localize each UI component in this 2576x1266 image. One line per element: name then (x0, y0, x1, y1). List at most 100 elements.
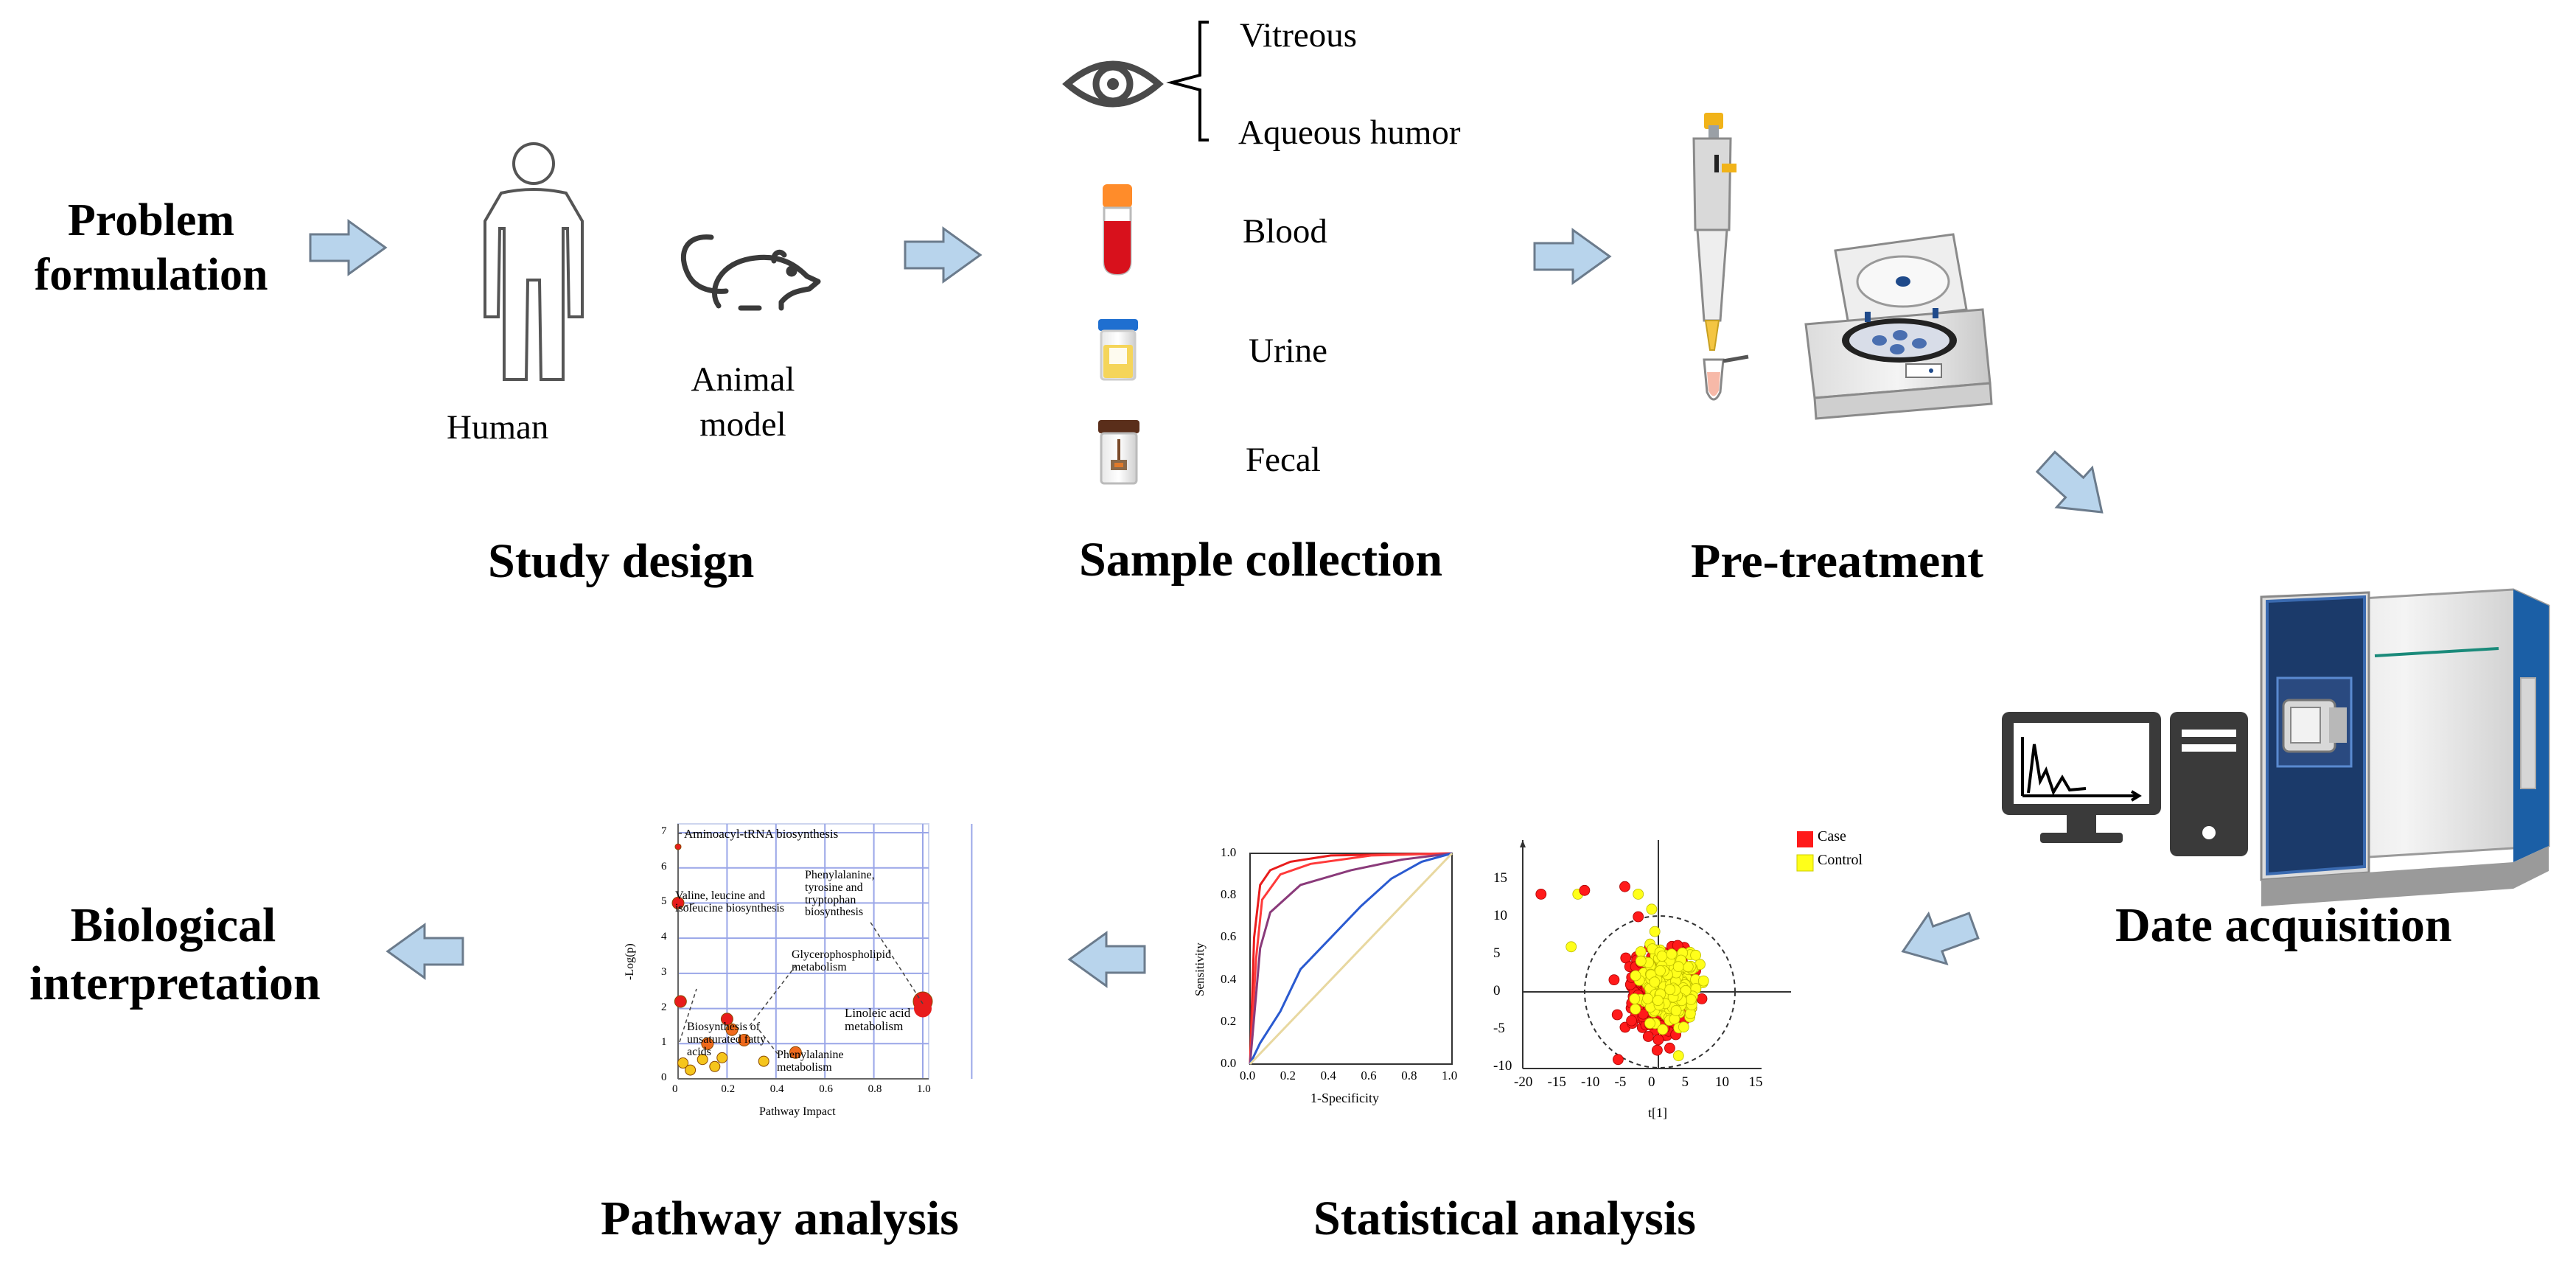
score-point-control (1635, 955, 1647, 967)
pathway-plot (671, 823, 973, 1080)
score-xtick: -5 (1614, 1074, 1627, 1090)
roc-curve (1249, 852, 1453, 1065)
pathway-xtick: 0.2 (721, 1083, 736, 1095)
score-point-case (1633, 911, 1644, 923)
human-icon (484, 142, 584, 381)
score-point-control (1649, 976, 1661, 988)
pathway-annotation-valine: Valine, leucine and isoleucine biosynthe… (675, 889, 784, 914)
score-point-control (1697, 975, 1709, 987)
pathway-ytick: 3 (661, 965, 667, 978)
score-point-control (1672, 961, 1684, 973)
computer-icon (2002, 712, 2248, 856)
eye-icon (1062, 60, 1164, 108)
pathway-annotation-unsaturated: Biosynthesis of unsaturated fatty acids (687, 1021, 767, 1058)
score-point-control (1646, 903, 1658, 915)
score-point-control (1635, 946, 1647, 957)
roc-xlabel: 1-Specificity (1310, 1091, 1379, 1105)
arrow-1 (309, 219, 388, 276)
score-ytick: 5 (1493, 945, 1501, 961)
roc-curve (1249, 852, 1453, 1065)
arrow-6 (1067, 931, 1146, 988)
pathway-ytick: 5 (661, 895, 667, 908)
arrow-2 (904, 226, 982, 284)
score-point-control (1655, 965, 1666, 976)
pathway-xtick: 0.4 (769, 1083, 784, 1095)
pathway-point (685, 1064, 697, 1076)
roc-ytick: 1.0 (1221, 845, 1237, 859)
score-xtick: -10 (1581, 1074, 1600, 1090)
pathway-point (709, 1060, 721, 1072)
score-point-control (1652, 995, 1664, 1006)
pathway-point (701, 1037, 714, 1050)
legend-case: Case (1818, 828, 1846, 844)
blood-tube-icon (1103, 184, 1132, 276)
score-xtick: -15 (1547, 1074, 1566, 1090)
step-data-acquisition: Date acquisition (2115, 898, 2452, 952)
score-xtick: 10 (1715, 1074, 1729, 1090)
step-study-design: Study design (488, 534, 755, 588)
pathway-annotation-aminoacyl: Aminoacyl-tRNA biosynthesis (684, 827, 839, 841)
score-point-control (1685, 994, 1697, 1005)
pathway-annotation-linoleic: Linoleic acid metabolism (845, 1006, 911, 1033)
step-biological-interpretation: Biological interpretation (29, 898, 321, 1011)
score-ytick: -5 (1493, 1021, 1505, 1036)
label-vitreous: Vitreous (1240, 16, 1358, 55)
label-animal-model: Animal model (691, 360, 795, 444)
mouse-icon (680, 234, 821, 311)
roc-curve (1249, 852, 1453, 1065)
score-point-case (1608, 974, 1620, 985)
score-point-case (1696, 993, 1708, 1004)
step-statistical-analysis: Statistical analysis (1313, 1192, 1696, 1245)
pathway-point (725, 1023, 739, 1036)
pathway-ytick: 7 (661, 825, 667, 837)
score-point-case (1642, 1031, 1654, 1042)
roc-xtick: 0.6 (1361, 1069, 1377, 1083)
label-urine: Urine (1249, 332, 1328, 370)
arrow-3 (1533, 228, 1612, 285)
pathway-ytick: 2 (661, 1001, 667, 1013)
label-fecal: Fecal (1246, 441, 1321, 479)
score-point-case (1619, 881, 1630, 892)
step-pre-treatment: Pre-treatment (1691, 534, 1983, 588)
score-point-control (1656, 951, 1668, 962)
score-point-control (1644, 1018, 1655, 1029)
pathway-xtick: 1.0 (917, 1083, 931, 1095)
pathway-point (697, 1054, 708, 1066)
score-point-control (1664, 984, 1676, 996)
step-problem-formulation: Problem formulation (34, 195, 268, 301)
score-point-case (1611, 1009, 1623, 1021)
roc-xtick: 0.0 (1240, 1069, 1256, 1083)
roc-xtick: 0.2 (1280, 1069, 1296, 1083)
fecal-container-icon (1098, 420, 1139, 485)
score-ytick: -10 (1493, 1058, 1512, 1074)
pathway-annotation-phe-tyr-trp: Phenylalanine, tyrosine and tryptophan b… (805, 869, 875, 919)
roc-ytick: 0.6 (1221, 929, 1237, 944)
roc-ytick: 0.8 (1221, 887, 1237, 902)
score-point-control (1630, 1004, 1641, 1015)
roc-curve (1249, 852, 1453, 1065)
score-point-case (1626, 1015, 1638, 1027)
roc-ylabel: Sensitivity (1193, 942, 1207, 996)
urine-cup-icon (1098, 319, 1138, 381)
score-ytick: 15 (1493, 870, 1507, 886)
pathway-point (720, 1013, 733, 1026)
roc-plot (1249, 852, 1453, 1066)
score-point-control (1678, 1021, 1689, 1033)
score-point-control (1657, 1024, 1669, 1035)
score-point-case (1664, 1042, 1675, 1054)
score-xtick: -20 (1514, 1074, 1533, 1090)
pathway-ytick: 4 (661, 931, 667, 943)
arrow-7 (385, 923, 464, 980)
pathway-xtick: 0 (672, 1083, 678, 1095)
roc-curve (1249, 852, 1453, 1066)
score-ytick: 0 (1493, 983, 1501, 999)
pathway-point (758, 1055, 769, 1067)
pathway-ytick: 6 (661, 860, 667, 872)
pathway-xlabel: Pathway Impact (759, 1105, 836, 1118)
roc-ytick: 0.0 (1221, 1056, 1237, 1070)
arrow-5 (1901, 911, 1980, 966)
step-pathway-analysis: Pathway analysis (601, 1192, 959, 1245)
pathway-xtick: 0.8 (868, 1083, 882, 1095)
label-human: Human (447, 408, 549, 447)
